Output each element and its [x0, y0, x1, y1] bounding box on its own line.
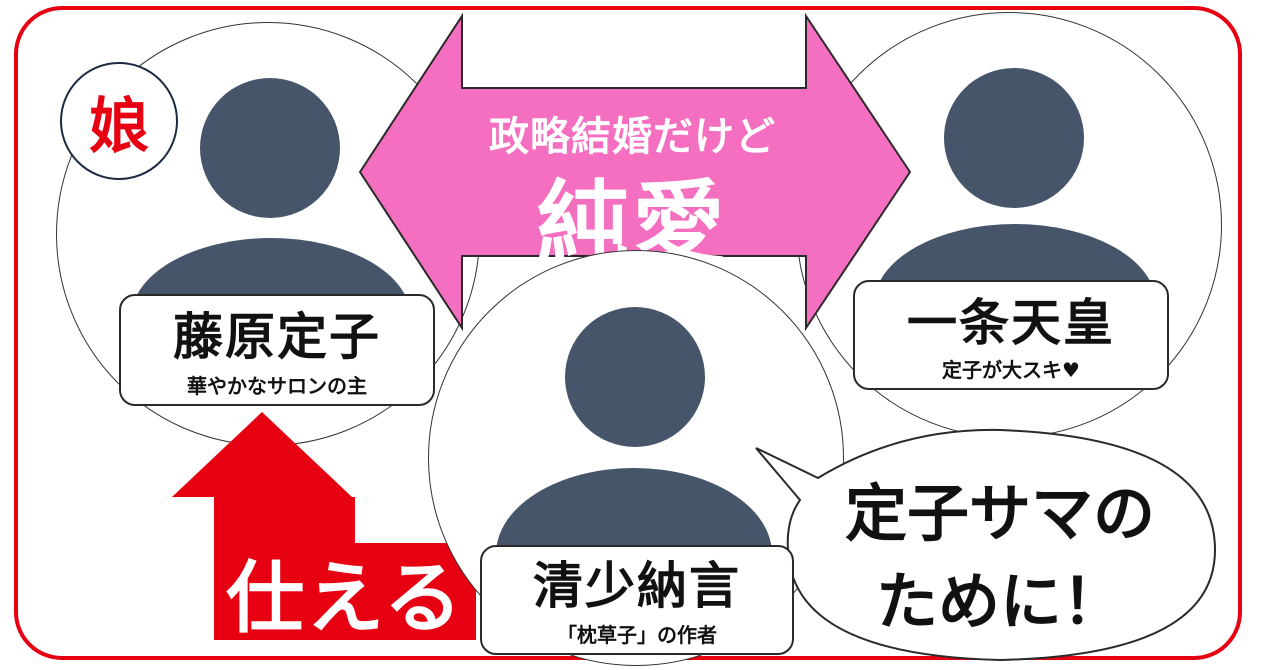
teishi-name: 藤原定子 [173, 308, 381, 366]
daughter-badge: 娘 [60, 62, 178, 180]
seishonagon-name: 清少納言 [533, 557, 741, 615]
speech-text: 定子サマの ために！ [800, 470, 1200, 646]
seishonagon-namebox: 清少納言 「枕草子」の作者 [480, 545, 794, 655]
arrow-caption-line1: 政略結婚だけど [489, 114, 776, 160]
speech-line1: 定子サマの [844, 477, 1155, 550]
ichijo-name: 一条天皇 [907, 294, 1115, 352]
speech-line2: ために！ [875, 565, 1124, 638]
ichijo-avatar-head [944, 68, 1084, 208]
teishi-namebox: 藤原定子 華やかなサロンの主 [119, 294, 435, 406]
double-arrow-shape [358, 12, 912, 332]
teishi-avatar-head [200, 78, 340, 218]
serve-label: 仕える [214, 543, 476, 644]
seishonagon-note: 「枕草子」の作者 [557, 623, 717, 647]
teishi-note: 華やかなサロンの主 [187, 374, 367, 398]
seishonagon-avatar-head [565, 307, 705, 447]
ichijo-note: 定子が大スキ♥ [942, 358, 1080, 382]
ichijo-namebox: 一条天皇 定子が大スキ♥ [853, 280, 1169, 390]
